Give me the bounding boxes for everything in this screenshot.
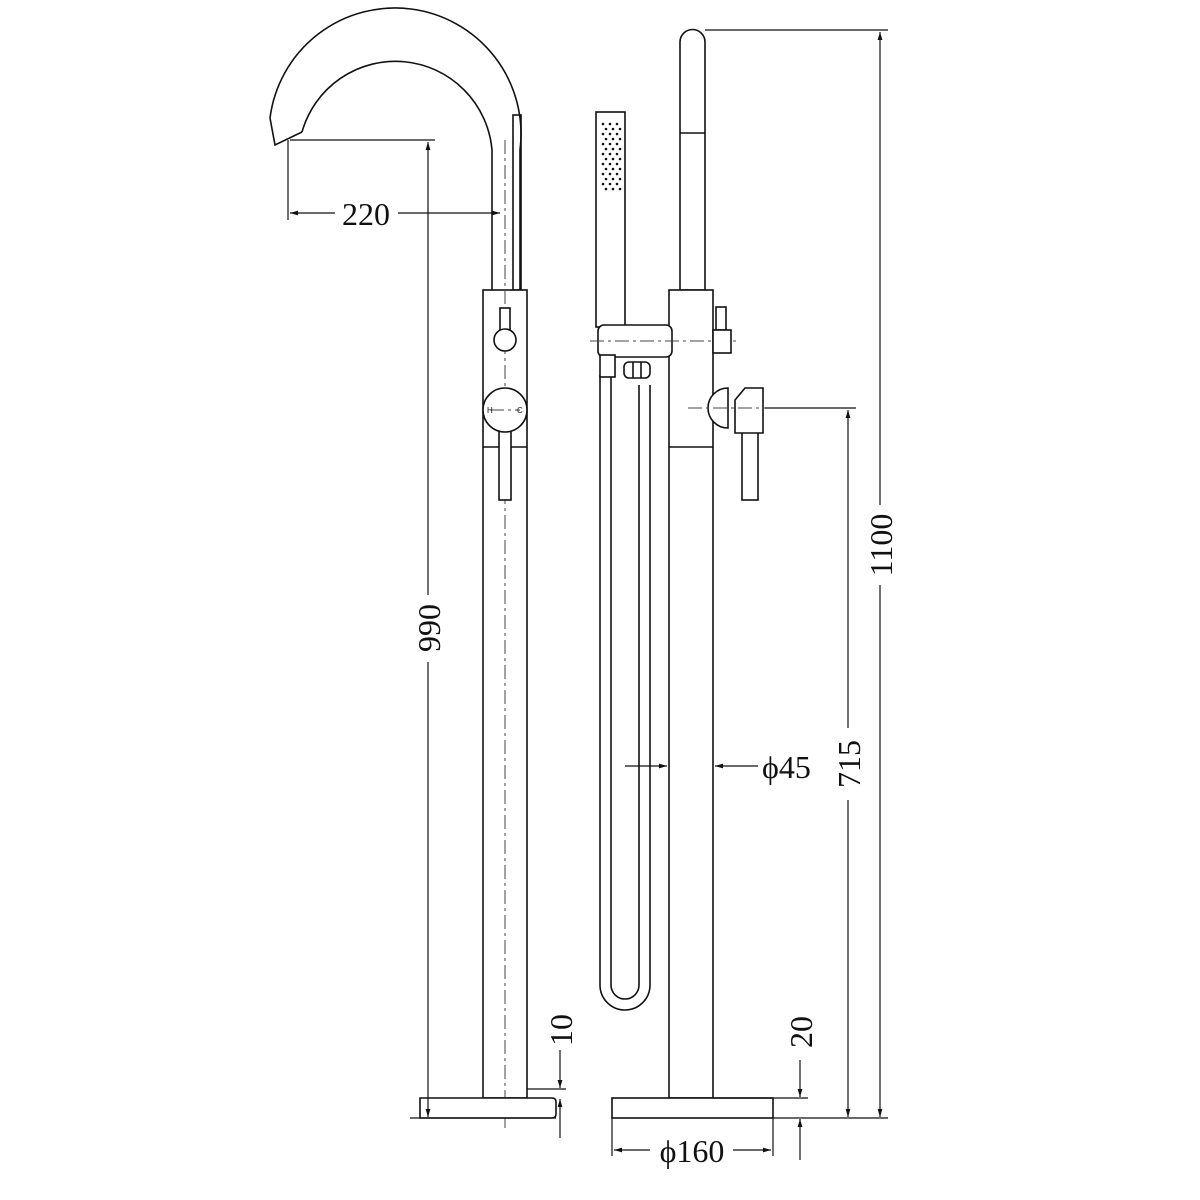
hose-outer xyxy=(599,375,651,1011)
dim-715: 715 xyxy=(831,740,867,788)
holder-socket xyxy=(599,354,616,378)
spray-hole xyxy=(615,142,619,146)
spray-hole xyxy=(608,162,612,166)
mixer-handle xyxy=(734,387,764,434)
dim-20: 20 xyxy=(783,1016,819,1048)
cold-label: C xyxy=(517,406,523,415)
spray-hole xyxy=(604,177,608,181)
spray-hole xyxy=(601,182,605,186)
spray-hole xyxy=(615,162,619,166)
dim-diameter-160: ϕ160 xyxy=(660,1133,725,1169)
spray-hole xyxy=(604,187,608,191)
shower-rod xyxy=(679,28,706,291)
dim-220: 220 xyxy=(342,196,390,232)
column xyxy=(668,289,714,1099)
spray-hole xyxy=(611,137,615,141)
spray-hole xyxy=(604,157,608,161)
spray-hole xyxy=(604,167,608,171)
spray-hole xyxy=(611,177,615,181)
diverter-stem xyxy=(499,307,511,331)
lever xyxy=(741,429,759,501)
dim-990: 990 xyxy=(411,604,447,652)
diverter-knob xyxy=(712,329,732,354)
spray-hole xyxy=(608,132,612,136)
diverter-stem xyxy=(715,306,727,331)
base-plate xyxy=(611,1097,774,1119)
spray-hole xyxy=(604,147,608,151)
left-view-faucet: H C xyxy=(269,7,557,1128)
dim-1100: 1100 xyxy=(863,514,899,577)
spray-hole xyxy=(611,127,615,131)
left-dimensions: 220 990 10 xyxy=(287,139,579,1138)
spray-hole xyxy=(601,152,605,156)
spray-hole xyxy=(618,147,622,151)
dim-diameter-45: ϕ45 xyxy=(762,749,811,785)
spray-hole xyxy=(618,137,622,141)
hose-nut xyxy=(623,361,651,379)
spout-inner xyxy=(301,60,493,290)
spray-hole xyxy=(608,152,612,156)
spray-hole xyxy=(601,162,605,166)
shower-spray-holes-icon xyxy=(601,122,622,191)
lever xyxy=(498,429,512,501)
dim-10: 10 xyxy=(543,1014,579,1046)
spray-hole xyxy=(615,122,619,126)
diverter-knob-icon xyxy=(493,328,517,352)
spray-hole xyxy=(601,142,605,146)
spray-hole xyxy=(618,177,622,181)
spray-hole xyxy=(601,172,605,176)
mixer-handle xyxy=(482,387,528,433)
spray-hole xyxy=(618,167,622,171)
spray-hole xyxy=(611,167,615,171)
spray-hole xyxy=(611,187,615,191)
spray-hole xyxy=(611,147,615,151)
spray-hole xyxy=(615,152,619,156)
spray-hole xyxy=(601,132,605,136)
spray-hole xyxy=(618,157,622,161)
spray-hole xyxy=(615,172,619,176)
base-plate xyxy=(419,1097,557,1119)
spray-hole xyxy=(601,122,605,126)
spray-hole xyxy=(608,142,612,146)
hose-inner xyxy=(610,375,640,1000)
spray-hole xyxy=(611,157,615,161)
spray-hole xyxy=(608,122,612,126)
spray-hole xyxy=(615,132,619,136)
spray-hole xyxy=(615,182,619,186)
spray-hole xyxy=(608,172,612,176)
right-view-faucet xyxy=(590,28,774,1119)
spout-outer xyxy=(269,7,522,290)
spray-hole xyxy=(618,187,622,191)
spray-hole xyxy=(618,127,622,131)
spout-tip xyxy=(269,117,303,147)
spray-hole xyxy=(608,182,612,186)
hot-label: H xyxy=(487,406,493,415)
spray-hole xyxy=(604,137,608,141)
spray-hole xyxy=(604,127,608,131)
right-dimensions: 1100 715 ϕ45 20 ϕ160 xyxy=(611,29,899,1169)
